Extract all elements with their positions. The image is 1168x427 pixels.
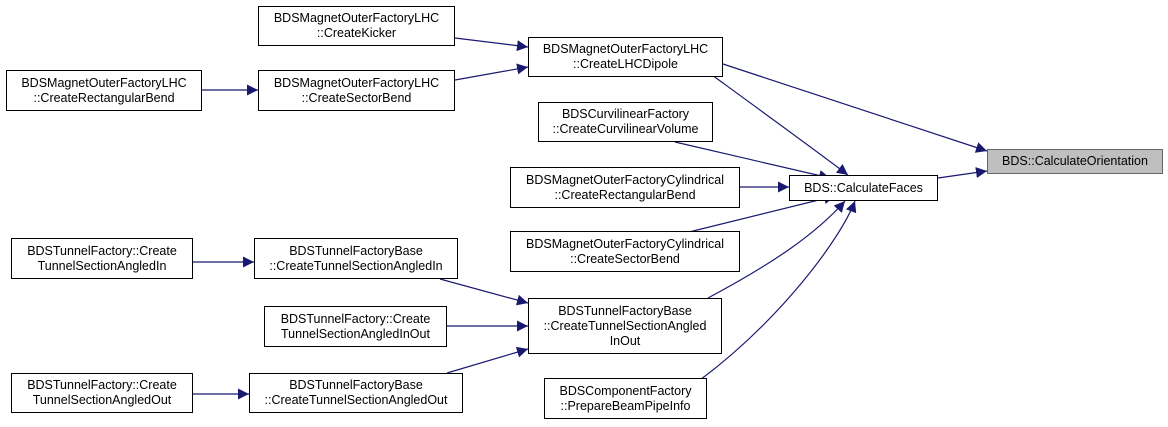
node-line: ::CreateTunnelSectionAngledOut: [264, 393, 448, 407]
node-line: BDSTunnelFactory::Create: [280, 311, 431, 326]
node-tunnel-base-angled-in-out[interactable]: BDSTunnelFactoryBase ::CreateTunnelSecti…: [528, 298, 722, 354]
node-line: ::CreateTunnelSectionAngledIn: [269, 258, 443, 273]
edge-beam-pipe-info-to-calc-faces: [699, 200, 857, 381]
node-line: BDS::CalculateOrientation: [1002, 154, 1148, 168]
edge-lhc-dipole-to-orientation: [722, 63, 988, 153]
node-line: TunnelSectionAngledInOut: [281, 326, 430, 341]
node-line: BDSMagnetOuterFactoryLHC: [273, 11, 440, 25]
node-tunnel-base-angled-in[interactable]: BDSTunnelFactoryBase ::CreateTunnelSecti…: [254, 238, 458, 279]
node-line: BDSTunnelFactory::Create: [27, 243, 177, 258]
node-lhc-create-sector-bend[interactable]: BDSMagnetOuterFactoryLHC ::CreateSectorB…: [258, 70, 455, 111]
node-component-prepare-beam-pipe-info[interactable]: BDSComponentFactory ::PrepareBeamPipeInf…: [544, 378, 707, 419]
edge-calc-faces-to-orientation: [937, 167, 988, 179]
edge-tunnel-base-inout-to-calc-faces: [707, 200, 846, 299]
node-lhc-create-lhc-dipole[interactable]: BDSMagnetOuterFactoryLHC ::CreateLHCDipo…: [528, 37, 723, 77]
node-line: BDSTunnelFactory::Create: [27, 378, 177, 392]
node-line: BDSTunnelFactoryBase: [289, 243, 423, 258]
node-lhc-create-rectangular-bend[interactable]: BDSMagnetOuterFactoryLHC ::CreateRectang…: [6, 70, 202, 111]
node-line: TunnelSectionAngledIn: [37, 258, 167, 273]
node-tunnel-create-angled-in-out[interactable]: BDSTunnelFactory::Create TunnelSectionAn…: [264, 306, 447, 347]
edge-sector-bend-to-lhc-dipole: [454, 63, 529, 81]
edge-lhc-dipole-to-calc-faces: [711, 74, 849, 176]
edge-tunnel-base-out-to-base-inout: [446, 346, 529, 374]
edge-kicker-to-lhc-dipole: [454, 37, 529, 52]
node-cylindrical-create-sector-bend[interactable]: BDSMagnetOuterFactoryCylindrical ::Creat…: [510, 231, 740, 272]
node-line: BDSMagnetOuterFactoryCylindrical: [526, 172, 724, 187]
node-line: InOut: [609, 333, 641, 348]
node-line: ::PrepareBeamPipeInfo: [560, 398, 691, 413]
node-line: ::CreateRectangularBend: [554, 187, 696, 202]
edge-cyl-sector-bend-to-calc-faces: [684, 193, 836, 234]
node-line: ::CreateCurvilinearVolume: [552, 122, 699, 136]
node-line: BDS::CalculateFaces: [804, 180, 923, 195]
node-line: BDSMagnetOuterFactoryCylindrical: [526, 236, 724, 251]
node-lhc-create-kicker[interactable]: BDSMagnetOuterFactoryLHC ::CreateKicker: [258, 6, 455, 46]
edge-tunnel-base-in-to-base-inout: [439, 278, 529, 306]
node-line: BDSTunnelFactoryBase: [558, 303, 692, 318]
node-line: BDSTunnelFactoryBase: [289, 378, 423, 392]
node-curvilinear-create-volume[interactable]: BDSCurvilinearFactory ::CreateCurvilinea…: [538, 102, 713, 142]
node-bds-calculate-orientation: BDS::CalculateOrientation: [987, 149, 1163, 174]
node-line: BDSMagnetOuterFactoryLHC: [542, 42, 709, 56]
node-line: BDSMagnetOuterFactoryLHC: [273, 75, 440, 90]
node-cylindrical-create-rectangular-bend[interactable]: BDSMagnetOuterFactoryCylindrical ::Creat…: [510, 167, 740, 208]
node-line: BDSCurvilinearFactory: [561, 107, 690, 121]
node-bds-calculate-faces[interactable]: BDS::CalculateFaces: [789, 175, 938, 201]
node-line: ::CreateRectangularBend: [33, 90, 175, 105]
node-line: ::CreateLHCDipole: [573, 57, 678, 71]
node-line: ::CreateSectorBend: [570, 251, 680, 266]
node-tunnel-create-angled-in[interactable]: BDSTunnelFactory::Create TunnelSectionAn…: [11, 238, 193, 279]
node-line: BDSComponentFactory: [559, 383, 692, 398]
node-line: TunnelSectionAngledOut: [32, 393, 172, 407]
node-line: ::CreateTunnelSectionAngled: [543, 318, 707, 333]
edge-curvilinear-to-calc-faces: [674, 141, 831, 181]
node-line: BDSMagnetOuterFactoryLHC: [21, 75, 187, 90]
node-line: ::CreateSectorBend: [301, 90, 412, 105]
node-tunnel-base-angled-out[interactable]: BDSTunnelFactoryBase ::CreateTunnelSecti…: [249, 373, 463, 413]
node-tunnel-create-angled-out[interactable]: BDSTunnelFactory::Create TunnelSectionAn…: [11, 373, 193, 413]
node-line: ::CreateKicker: [316, 26, 397, 40]
